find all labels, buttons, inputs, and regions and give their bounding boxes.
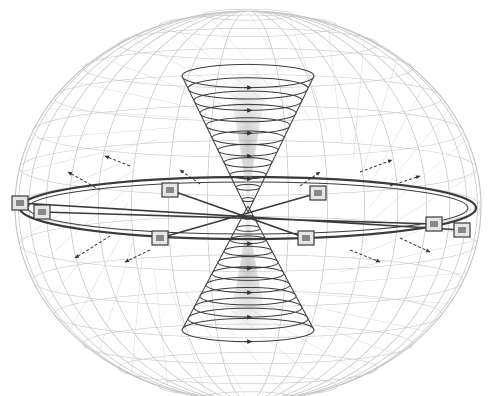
- ring-node-core: [16, 200, 24, 206]
- mesh-edge: [323, 273, 467, 285]
- mesh-edge: [286, 301, 426, 332]
- mesh-edge: [98, 57, 230, 108]
- mesh-edge: [328, 23, 342, 144]
- mesh-parallel: [83, 324, 413, 364]
- radial-arrow: [360, 160, 392, 172]
- ring-node-core: [166, 187, 174, 193]
- mesh-parallel: [159, 15, 337, 36]
- radial-arrow: [105, 156, 130, 166]
- mesh-edge: [368, 109, 450, 209]
- mesh-edge: [19, 140, 159, 172]
- mesh-edge: [289, 14, 328, 131]
- ring-node-core: [156, 235, 164, 241]
- ring-node-core: [314, 190, 322, 196]
- mesh-edge: [46, 203, 128, 303]
- mesh-edge: [154, 268, 168, 389]
- mesh-parallel: [119, 353, 378, 384]
- mesh-edge: [29, 128, 173, 140]
- ring-node-core: [302, 235, 310, 241]
- spoke: [160, 193, 318, 238]
- mesh-edge: [70, 221, 130, 331]
- mesh-edge: [305, 294, 450, 304]
- mesh-edge: [46, 109, 191, 119]
- mesh-edge: [338, 240, 478, 272]
- upper-cone-spiral: [182, 64, 314, 212]
- mesh-edge: [367, 81, 427, 192]
- mesh-edge: [354, 37, 365, 158]
- radial-arrow: [350, 250, 380, 262]
- ring-node-core: [458, 227, 466, 233]
- mesh-parallel: [119, 28, 378, 59]
- mesh-edge: [70, 81, 210, 112]
- radial-arrow: [75, 236, 110, 258]
- mesh-edge: [132, 254, 143, 375]
- ring-node-core: [38, 209, 46, 215]
- radial-arrow: [400, 238, 430, 252]
- mesh-edge: [266, 305, 398, 356]
- ring-node-core: [430, 221, 438, 227]
